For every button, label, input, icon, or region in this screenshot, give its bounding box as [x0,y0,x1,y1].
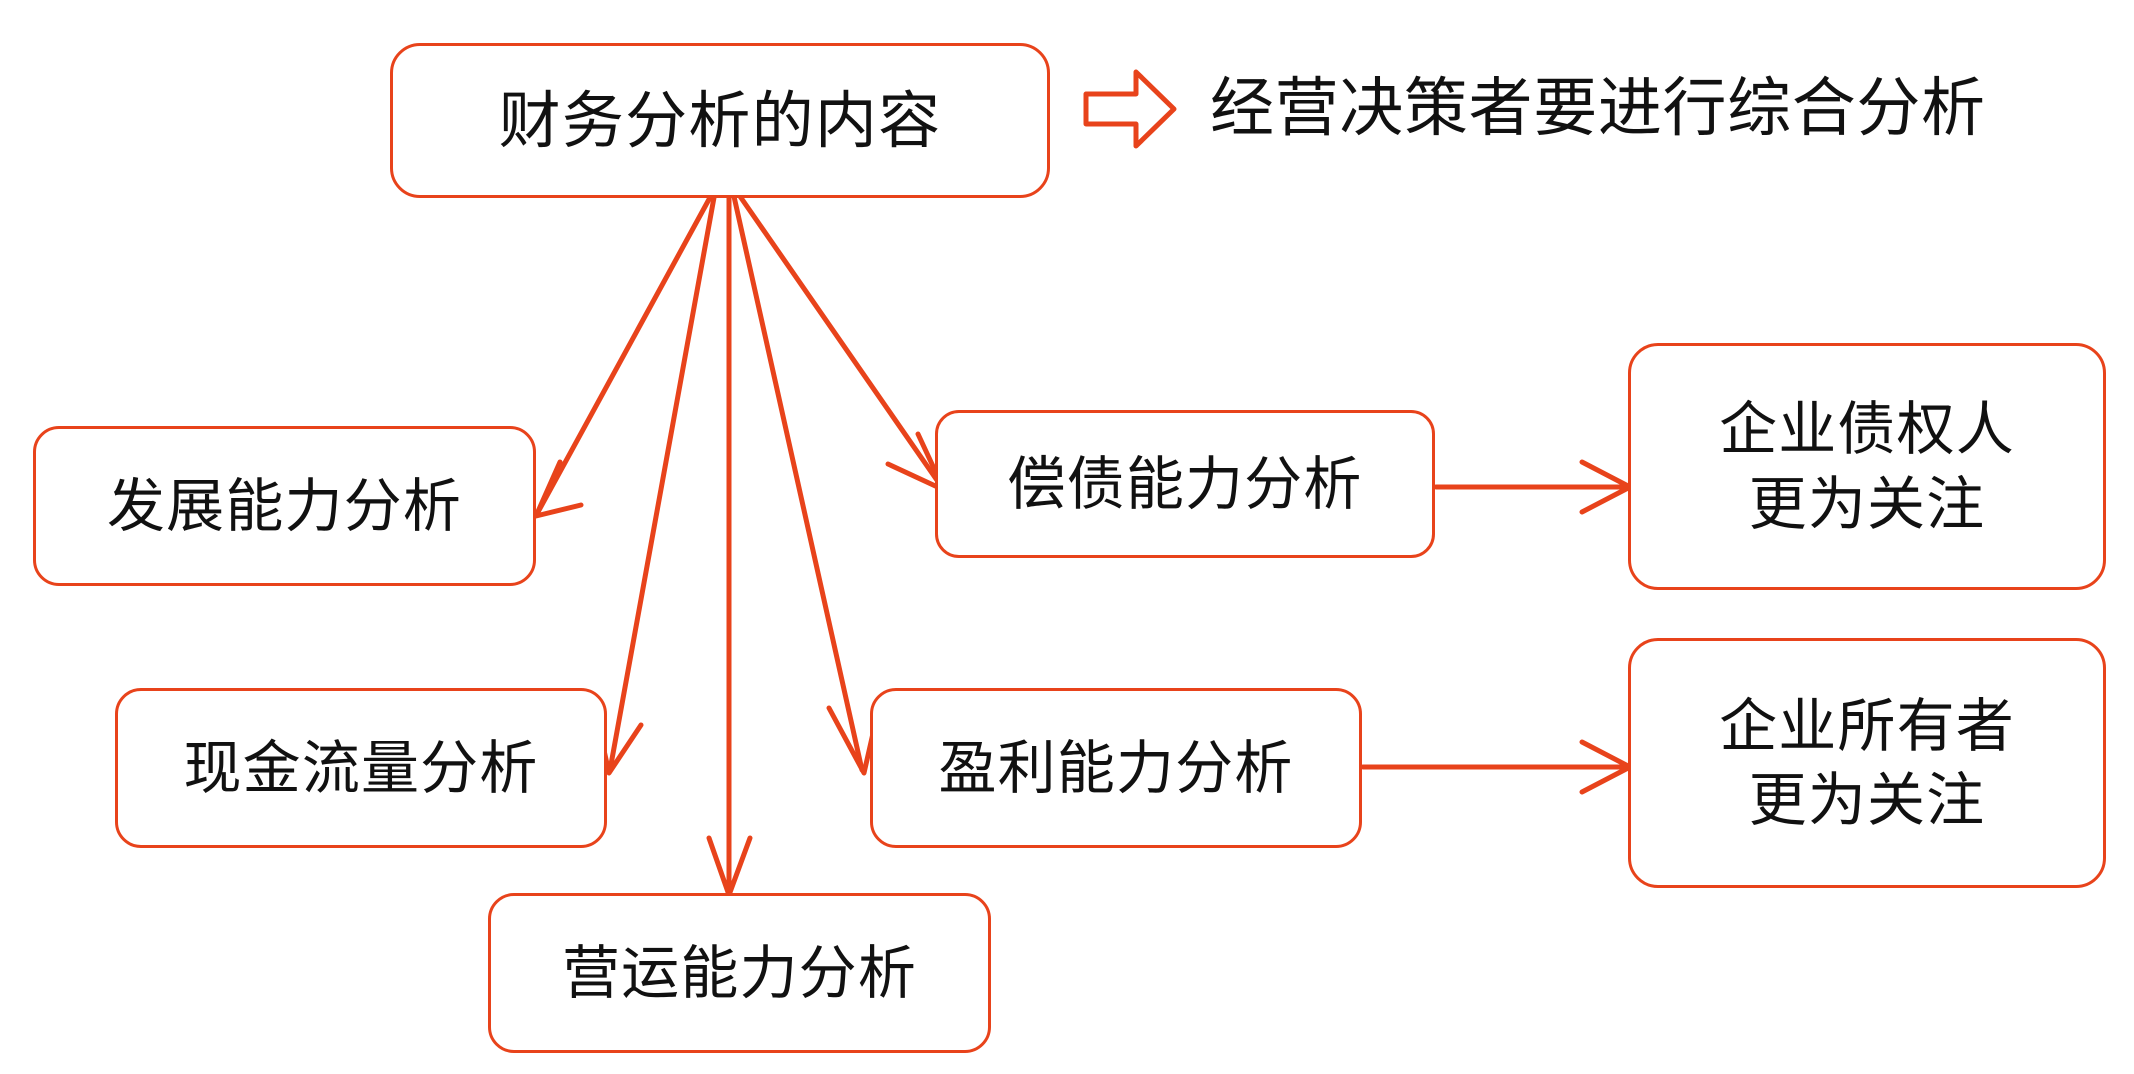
node-label: 偿债能力分析 [1007,449,1363,518]
node-label-line2: 更为关注 [1748,766,1986,834]
node-profitability-analysis[interactable]: 盈利能力分析 [870,688,1362,848]
block-arrow-right-icon [1083,69,1177,149]
node-label: 营运能力分析 [562,938,917,1007]
node-owner-focus[interactable]: 企业所有者 更为关注 [1628,638,2106,888]
node-label-line1: 企业债权人 [1719,395,2015,464]
node-creditor-focus[interactable]: 企业债权人 更为关注 [1628,343,2106,590]
node-cash-flow-analysis[interactable]: 现金流量分析 [115,688,607,848]
edge-root-to-oper [706,189,753,898]
edge-root-to-profit [730,189,882,776]
node-development-capability-analysis[interactable]: 发展能力分析 [33,426,536,586]
callout-text: 经营决策者要进行综合分析 [1210,72,1986,146]
node-label-line1: 企业所有者 [1719,691,2015,760]
node-label: 发展能力分析 [107,471,462,540]
node-label-line2: 更为关注 [1748,469,1986,538]
node-label: 现金流量分析 [183,733,539,802]
node-label: 财务分析的内容 [498,83,942,157]
edge-root-to-dev [533,189,716,519]
node-label: 盈利能力分析 [938,733,1294,802]
edge-profit-to-owner [1360,739,1633,795]
edge-root-to-cash [591,189,718,776]
node-debt-paying-ability-analysis[interactable]: 偿债能力分析 [935,410,1435,558]
node-financial-analysis-content[interactable]: 财务分析的内容 [390,43,1050,198]
edge-debt-to-creditor [1433,459,1633,515]
node-operating-capability-analysis[interactable]: 营运能力分析 [488,893,991,1053]
